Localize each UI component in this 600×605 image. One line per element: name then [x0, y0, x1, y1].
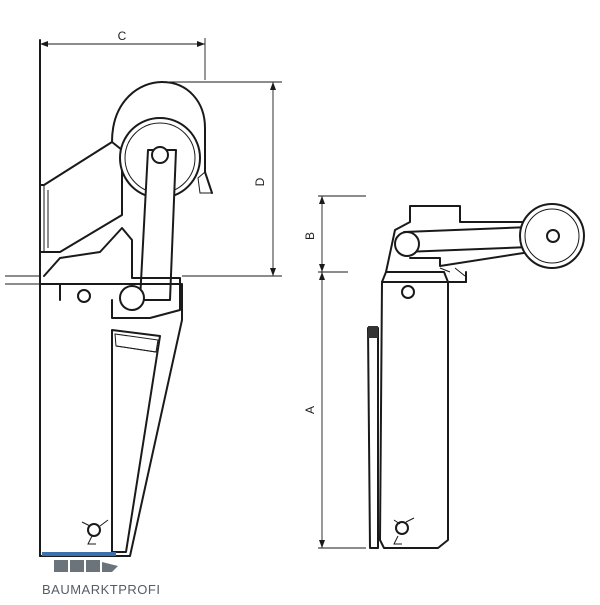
body-top-ledge: [447, 271, 467, 283]
housing-top: [43, 227, 181, 319]
dim-b-arrows: [319, 196, 325, 272]
brand-block-2: [70, 560, 84, 572]
brand-accent-bar: [42, 552, 116, 556]
wing-screw-wings: [81, 519, 109, 545]
dim-d-label: D: [253, 177, 267, 186]
brand-name: BAUMARKTPROFI: [42, 582, 161, 597]
brand-block-3: [86, 560, 100, 572]
roller-axle-right: [546, 229, 560, 243]
cylinder-cap: [368, 326, 378, 338]
dim-c-label: C: [118, 29, 127, 43]
dim-a-label: A: [303, 406, 317, 414]
wing-screw: [87, 523, 101, 537]
mounting-hole-right: [401, 285, 415, 299]
right-dimensions: B A: [303, 195, 366, 549]
left-view: [5, 39, 213, 557]
mounting-hole-top: [77, 289, 91, 303]
guard-tip: [197, 171, 212, 194]
brand-block-1: [54, 560, 68, 572]
pivot-bolt: [119, 285, 145, 311]
wing-screw-right: [395, 521, 409, 535]
roller-wheel-right-inner: [524, 208, 580, 264]
left-dimensions: C D: [40, 29, 282, 277]
cylinder-right: [367, 327, 379, 549]
top-bracket-lower: [409, 251, 531, 267]
mount-wedge: [39, 141, 123, 253]
roller-axle: [151, 146, 169, 164]
brand-logo-mark: [42, 552, 118, 572]
spring-cylinder: [111, 329, 161, 553]
right-view: [367, 203, 585, 549]
arm-pivot: [394, 231, 420, 257]
brand-watermark: BAUMARKTPROFI: [42, 556, 172, 597]
top-bracket: [385, 205, 531, 273]
base-flange: [39, 283, 61, 301]
body-right: [379, 271, 449, 549]
dim-b-label: B: [303, 232, 317, 240]
base-ears: [439, 267, 466, 277]
spring-coil-line: [115, 345, 157, 353]
wing-screw-right-wings: [393, 517, 415, 545]
brand-block-4: [102, 562, 118, 572]
